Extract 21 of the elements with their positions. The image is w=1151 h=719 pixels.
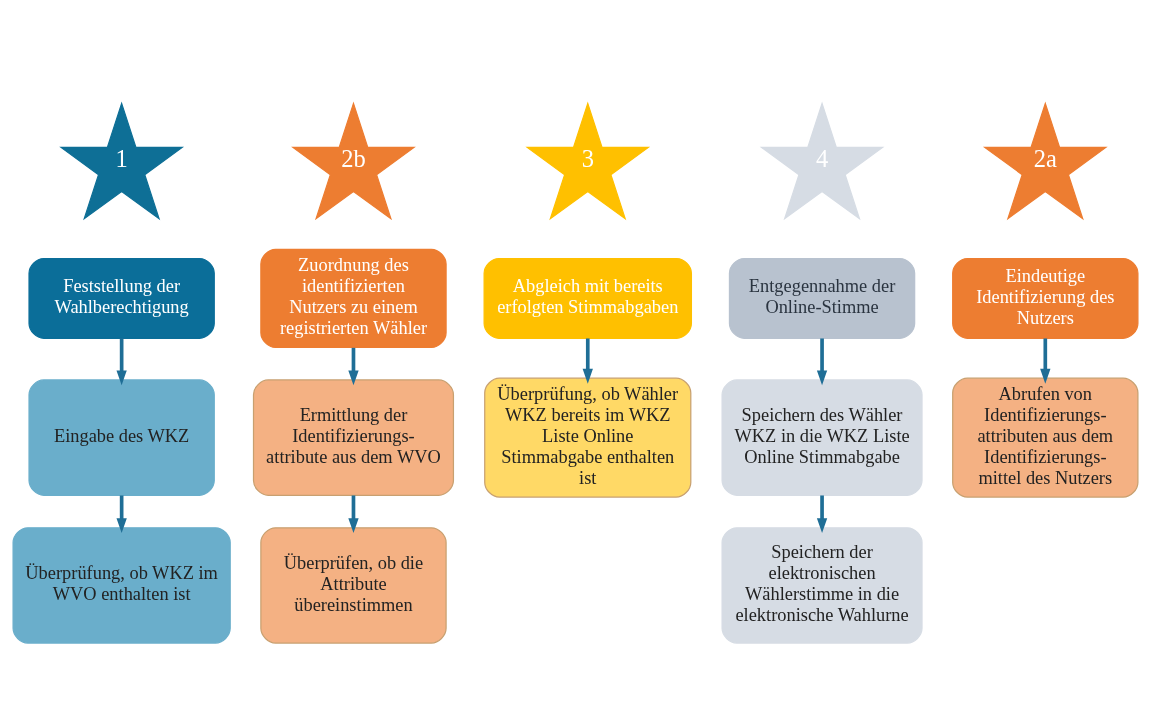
arrow — [348, 347, 359, 386]
node-box: Überprüfung, ob Wähler WKZ bereits im WKZ Liste Online Stimmabgabe enthalten ist — [484, 377, 692, 498]
node-box: Ermittlung der Identifizierungs- attribute aus dem WVO — [252, 379, 455, 496]
arrow — [1040, 338, 1051, 384]
arrow — [582, 338, 593, 384]
node-box: Abgleich mit bereits erfolgten Stimmabgaben — [483, 257, 693, 339]
arrow — [348, 495, 359, 534]
node-box: Überprüfen, ob die Attribute übereinstimmen — [260, 527, 447, 644]
node-box: Feststellung der Wahlberechtigung — [28, 257, 215, 339]
node-box: Eingabe des WKZ — [28, 379, 215, 496]
arrow — [116, 338, 127, 386]
node-box: Zuordnung des identifizierten Nutzers zu einem registrierten Wähler — [260, 248, 447, 349]
arrow — [816, 495, 828, 534]
arrow — [116, 495, 127, 534]
node-box: Eindeutige Identifizierung des Nutzers — [952, 257, 1139, 339]
node-box: Speichern der elektronischen Wählerstimme in die elektronische Wahlurne — [721, 527, 923, 644]
node-box: Entgegennahme der Online-Stimme — [728, 257, 916, 339]
node-box: Überprüfung, ob WKZ im WVO enthalten ist — [12, 527, 231, 644]
node-box: Speichern des Wähler WKZ in die WKZ Liste Online Stimmabgabe — [721, 379, 923, 496]
node-box: Abrufen von Identifizierungs- attributen aus dem Identifizierungs- mittel des Nutzers — [952, 377, 1139, 498]
arrow — [816, 338, 828, 386]
